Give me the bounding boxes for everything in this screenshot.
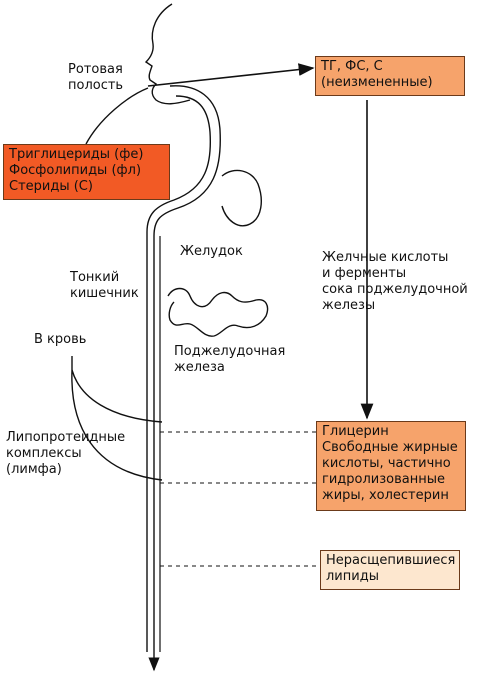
pancreas-shape <box>167 287 269 337</box>
label-mouth: Ротовая полость <box>68 62 124 93</box>
line-input-to-mouth <box>85 87 149 145</box>
esophagus-outer <box>153 85 221 652</box>
esophagus-inner <box>146 95 212 652</box>
arrow-mouth-to-unchanged <box>147 63 315 87</box>
label-bile-enzymes: Желчные кислоты и ферменты сока поджелуд… <box>322 250 468 313</box>
curve-to-lymph <box>71 369 163 481</box>
box-input-lipids: Триглицериды (фе) Фосфолипиды (фл) Стери… <box>3 144 170 200</box>
stomach-shape <box>221 169 262 227</box>
label-pancreas: Поджелудочная железа <box>174 344 286 375</box>
label-lipoproteins: Липопротеидные комплексы (лимфа) <box>6 430 126 477</box>
label-blood: В кровь <box>34 332 87 347</box>
box-unchanged: ТГ, ФС, С (неизмененные) <box>315 56 465 96</box>
label-small-intestine: Тонкий кишечник <box>70 270 139 301</box>
head-silhouette <box>144 3 191 105</box>
box-products: Глицерин Свободные жирные кислоты, части… <box>316 421 466 511</box>
curve-to-blood <box>71 369 163 423</box>
box-undigested: Нерасщепившиеся липиды <box>320 550 460 590</box>
label-stomach: Желудок <box>180 244 243 259</box>
